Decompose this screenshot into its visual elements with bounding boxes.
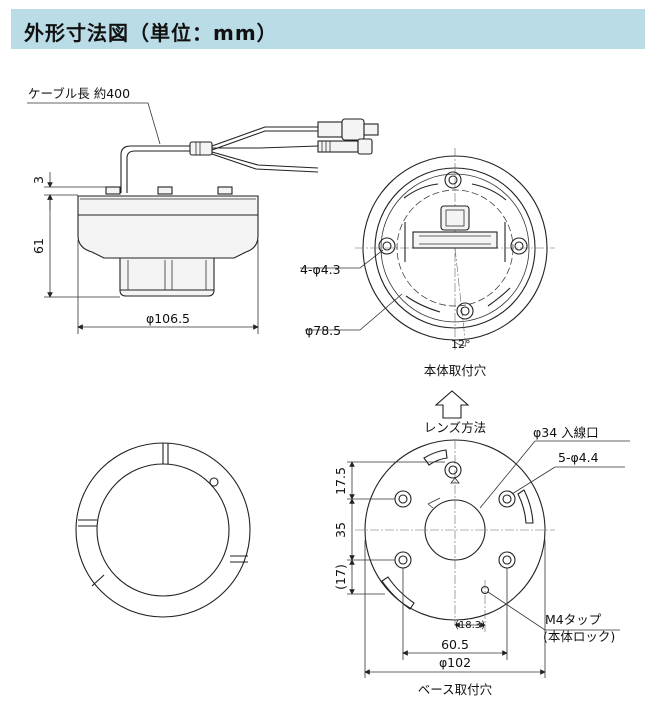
lens-direction-label: レンズ方法 (424, 420, 486, 435)
top-view: 4-φ4.3 φ78.5 12° 本体取付穴 (300, 148, 555, 378)
dim-tap: (18.3) (455, 620, 485, 631)
pcd-label: φ78.5 (305, 323, 341, 338)
lens-direction: レンズ方法 (424, 390, 486, 435)
angle-label: 12° (451, 338, 471, 351)
tap-label: M4タップ (545, 612, 602, 627)
power-connector (317, 140, 359, 153)
dim-v3: (17) (333, 564, 348, 590)
bnc-connector (317, 121, 343, 138)
up-arrow-icon (434, 390, 470, 419)
base-holes-label: 5-φ4.4 (558, 450, 599, 465)
cable-connector (189, 141, 213, 156)
bottom-view (75, 442, 251, 618)
dim-v2: 35 (333, 522, 348, 538)
dim-base-diameter: φ102 (439, 655, 471, 670)
center-bracket (412, 231, 498, 249)
mount-hole (378, 237, 396, 255)
lock-indicator (209, 477, 219, 487)
side-view: ケーブル長 約400 3 61 φ106.5 (27, 86, 379, 334)
cable (120, 145, 190, 193)
pcd-leader (305, 293, 403, 331)
base-view-caption: ベース取付穴 (418, 682, 493, 697)
camera-housing (77, 195, 259, 259)
base-hole (394, 490, 412, 508)
mount-hole (444, 171, 462, 189)
dim-height: 61 (31, 238, 46, 254)
holes-leader (300, 249, 384, 269)
base-hole (394, 551, 412, 569)
base-hole (498, 551, 516, 569)
holes-label: 4-φ4.3 (300, 262, 341, 277)
title-bar: 外形寸法図（単位：mm） (11, 9, 645, 49)
dim-v1: 17.5 (333, 467, 348, 495)
base-hole (498, 490, 516, 508)
cable-length-label: ケーブル長 約400 (28, 86, 130, 101)
tap-sub-label: (本体ロック) (543, 629, 615, 644)
mount-hole (510, 237, 528, 255)
base-view: φ34 入線口 5-φ4.4 M4タップ (本体ロック) 17.5 35 (17… (333, 425, 630, 697)
dim-width: 60.5 (441, 637, 469, 652)
page-title: 外形寸法図（単位：mm） (24, 21, 278, 45)
lens-dome (119, 257, 215, 297)
cable-leader (27, 102, 161, 145)
bottom-outer-circle (75, 442, 251, 618)
top-view-caption: 本体取付穴 (424, 363, 487, 378)
dim-diameter: φ106.5 (146, 311, 190, 326)
base-hole (444, 461, 462, 479)
mount-hole (456, 302, 474, 320)
wire-hole-label: φ34 入線口 (533, 425, 599, 440)
dim-top-gap: 3 (31, 176, 46, 184)
